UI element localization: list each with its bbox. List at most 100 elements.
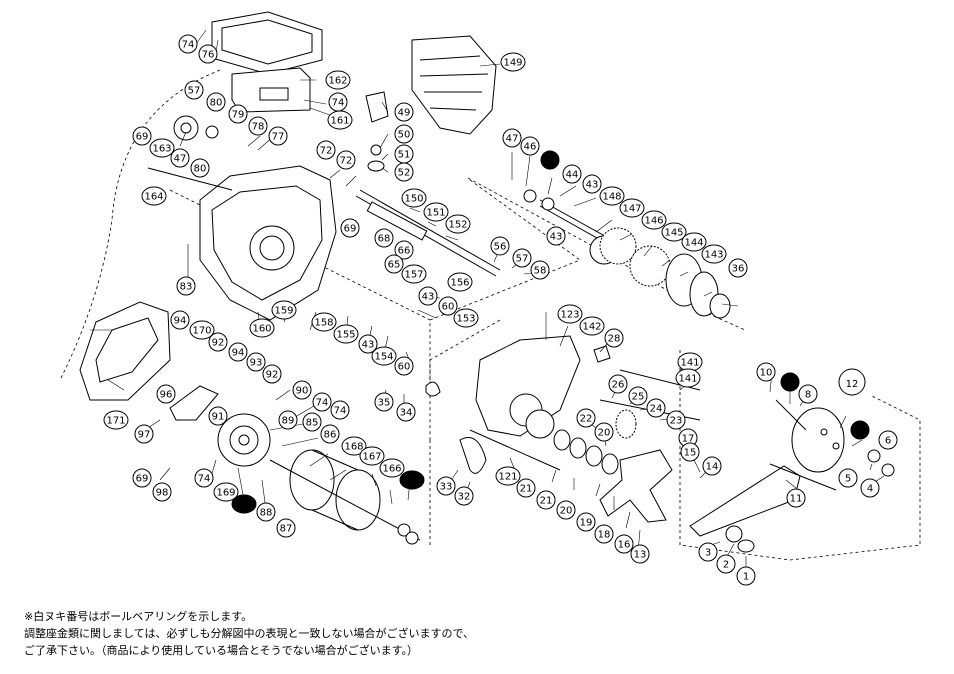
callout-circle — [576, 512, 596, 532]
callout-155: 155 — [333, 324, 359, 344]
callout-60: 60 — [394, 356, 414, 376]
callout-circle — [170, 310, 190, 330]
callout-circle — [190, 158, 210, 178]
callout-circle — [838, 468, 858, 488]
callout-number: 141 — [678, 374, 697, 385]
callout-36: 36 — [728, 258, 748, 278]
callout-number: 33 — [440, 482, 453, 493]
callout-circle — [438, 296, 458, 316]
callout-circle — [608, 374, 628, 394]
callout-number: 155 — [336, 330, 355, 341]
callout-74: 74 — [178, 34, 198, 54]
callout-number: 89 — [282, 416, 295, 427]
callout-number: 3 — [705, 548, 711, 559]
callout-number: 93 — [250, 358, 263, 369]
callout-number: 60 — [442, 302, 455, 313]
callout-number: 4 — [867, 484, 873, 495]
callout-circle — [384, 254, 404, 274]
callout-circle — [860, 478, 880, 498]
callout-number: 85 — [306, 418, 319, 429]
callout-number: 2 — [723, 560, 729, 571]
callout-20: 20 — [594, 422, 614, 442]
callout-46: 46 — [520, 136, 540, 156]
callout-circle — [698, 542, 718, 562]
callout-43: 43 — [418, 286, 438, 306]
callout-number: 100 — [234, 500, 255, 511]
callout-circle — [132, 468, 152, 488]
callout-circle — [325, 70, 351, 90]
callout-33: 33 — [436, 476, 456, 496]
callout-98: 98 — [152, 482, 172, 502]
callout-number: 17 — [682, 434, 695, 445]
callout-circle — [231, 494, 257, 514]
callout-number: 151 — [426, 208, 445, 219]
callout-circle — [271, 300, 297, 320]
callout-72: 72 — [316, 140, 336, 160]
callout-circle — [399, 470, 425, 490]
callout-circle — [198, 44, 218, 64]
callout-164: 164 — [141, 186, 167, 206]
callout-156: 156 — [447, 272, 473, 292]
callout-number: 34 — [400, 408, 413, 419]
callout-circle — [576, 408, 596, 428]
callout-number: 32 — [458, 492, 471, 503]
exploded-parts-diagram: 7476162741611495780797877691634780495051… — [59, 11, 921, 586]
callout-50: 50 — [394, 124, 414, 144]
callout-162: 162 — [325, 70, 351, 90]
callout-number: 68 — [378, 234, 391, 245]
callout-number: 13 — [634, 550, 647, 561]
callout-circle — [248, 116, 268, 136]
callout-number: 83 — [180, 282, 193, 293]
callout-circle — [604, 328, 624, 348]
callout-number: 66 — [398, 246, 411, 257]
callout-88: 88 — [256, 502, 276, 522]
callout-circle — [278, 410, 298, 430]
callout-91: 91 — [208, 406, 228, 426]
callout-number: 47 — [506, 134, 519, 145]
callout-circle — [359, 446, 385, 466]
callout-circle — [336, 150, 356, 170]
callout-141: 141 — [675, 368, 701, 388]
callout-number: 10 — [760, 368, 773, 379]
callout-28: 28 — [604, 328, 624, 348]
callout-number: 153 — [456, 314, 475, 325]
callout-47: 47 — [502, 128, 522, 148]
callout-69: 69 — [340, 218, 360, 238]
callout-76: 76 — [198, 44, 218, 64]
callout-circle — [628, 386, 648, 406]
callout-number: 77 — [272, 132, 285, 143]
callout-circle — [134, 424, 154, 444]
callout-circle — [312, 392, 332, 412]
callout-number: 11 — [790, 494, 803, 505]
callout-circle — [394, 240, 414, 260]
callout-circle — [582, 174, 602, 194]
callout-number: 69 — [344, 224, 357, 235]
callout-21: 21 — [516, 478, 536, 498]
callout-149: 149 — [500, 52, 526, 72]
note-shim-disclaimer-cont: ご了承下さい。（商品により使用している場合とそうでない場合がございます。） — [24, 644, 419, 657]
callout-74: 74 — [312, 392, 332, 412]
callout-number: 51 — [398, 150, 411, 161]
callout-number: 44 — [566, 170, 579, 181]
callout-4: 4 — [860, 478, 880, 498]
callout-number: 121 — [498, 472, 517, 483]
callout-13: 13 — [630, 544, 650, 564]
callout-65: 65 — [384, 254, 404, 274]
callout-circle — [311, 312, 337, 332]
callout-circle — [838, 368, 866, 396]
callout-circle — [520, 136, 540, 156]
callout-circle — [756, 362, 776, 382]
callout-circle — [206, 92, 226, 112]
callout-number: 162 — [328, 76, 347, 87]
callout-number: 5 — [845, 474, 851, 485]
part-callouts: 7476162741611495780797877691634780495051… — [103, 34, 898, 586]
callout-circle — [194, 468, 214, 488]
callout-number: 46 — [524, 142, 537, 153]
callout-number: 161 — [330, 116, 349, 127]
callout-69: 69 — [132, 126, 152, 146]
callout-circle — [189, 320, 215, 340]
callout-163: 163 — [149, 138, 175, 158]
callout-circle — [228, 104, 248, 124]
callout-circle — [374, 392, 394, 412]
callout-number: 74 — [182, 40, 195, 51]
